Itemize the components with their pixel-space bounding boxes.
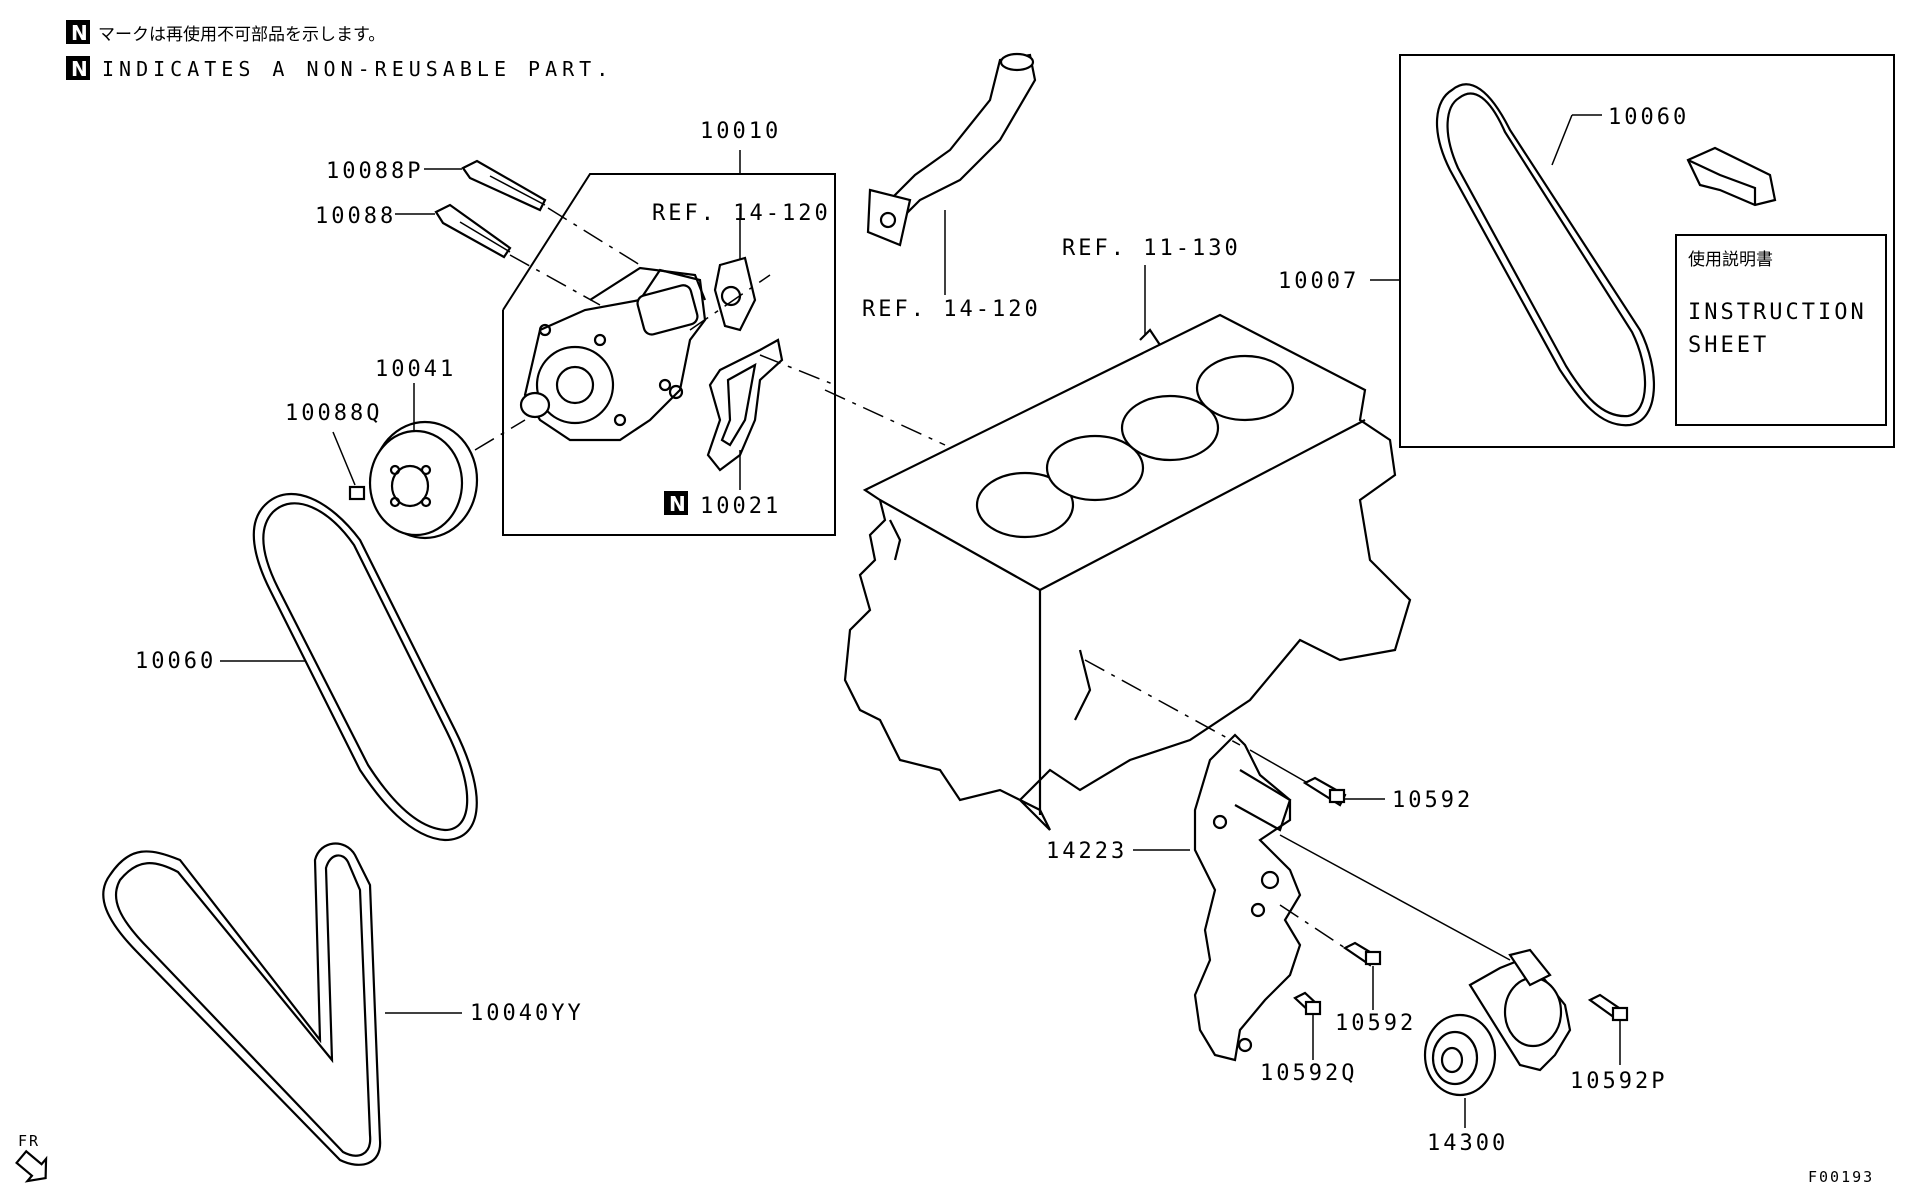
label-10007: 10007	[1278, 269, 1359, 294]
label-ref-11-130: REF. 11-130	[1062, 236, 1241, 261]
group-outline	[502, 173, 836, 536]
belt-clip	[1686, 146, 1777, 207]
note-english: INDICATES A NON-REUSABLE PART.	[102, 57, 613, 81]
n-badge-letter: N	[71, 21, 88, 45]
bolt-10592Q	[1293, 991, 1322, 1016]
belt-10060-kit	[1436, 83, 1655, 427]
label-10088: 10088	[315, 204, 396, 229]
front-indicator: FR	[15, 1132, 48, 1183]
fr-label: FR	[18, 1132, 40, 1150]
instruction-sheet: 使用説明書 INSTRUCTION SHEET	[1675, 234, 1887, 426]
bolt-10592-a	[1302, 776, 1347, 807]
bracket-14223	[1193, 733, 1302, 1062]
label-10060-left: 10060	[135, 649, 216, 674]
n-badge-icon	[66, 56, 90, 80]
label-ref-14-120-b: REF. 14-120	[862, 297, 1041, 322]
figure-code: F00193	[1808, 1168, 1874, 1186]
label-14223: 14223	[1046, 839, 1127, 864]
engine-block	[843, 313, 1412, 831]
label-10592Q: 10592Q	[1260, 1061, 1357, 1086]
label-10088Q: 10088Q	[285, 401, 382, 426]
n-badge-icon	[66, 20, 90, 44]
gasket-ref-14-120	[713, 256, 757, 332]
label-10040YY: 10040YY	[470, 1001, 584, 1026]
n-badge-letter: N	[669, 492, 686, 516]
bolt-10088Q	[348, 485, 366, 501]
bolt-10088P	[461, 159, 547, 212]
water-pump-group: 10010 REF. 14-120 N 10021	[502, 119, 836, 536]
label-10592-a: 10592	[1392, 788, 1473, 813]
instruction-title: 使用説明書	[1688, 249, 1773, 270]
tensioner-14300	[1423, 948, 1572, 1097]
instruction-line1: INSTRUCTION	[1688, 300, 1867, 325]
fr-arrow-icon	[15, 1149, 48, 1183]
kit-outline	[1399, 54, 1895, 448]
bolt-10592-b	[1342, 941, 1382, 967]
label-10060-kit: 10060	[1608, 105, 1689, 130]
belt-kit-group: 10060 使用説明書 INSTRUCTION SHEET	[1399, 54, 1895, 448]
non-reusable-note: N マークは再使用不可部品を示します。 N INDICATES A NON-RE…	[66, 20, 613, 81]
bolt-10592P	[1587, 993, 1629, 1022]
n-badge-letter: N	[71, 57, 88, 81]
label-ref-14-120-a: REF. 14-120	[652, 201, 831, 226]
water-pipe	[866, 52, 1037, 247]
label-10592P: 10592P	[1570, 1069, 1667, 1094]
gasket-10021	[706, 338, 784, 472]
n-badge-icon	[664, 491, 688, 515]
note-japanese: マークは再使用不可部品を示します。	[98, 24, 385, 45]
label-10010: 10010	[700, 119, 781, 144]
pulley-10041	[368, 420, 479, 540]
label-10041: 10041	[375, 357, 456, 382]
belt-10040YY	[102, 842, 382, 1166]
label-10088P: 10088P	[326, 159, 423, 184]
label-14300: 14300	[1427, 1131, 1508, 1156]
water-pump	[519, 266, 707, 442]
instruction-line2: SHEET	[1688, 333, 1769, 358]
label-10021: 10021	[700, 494, 781, 519]
label-10592-b: 10592	[1335, 1011, 1416, 1036]
bolt-10088	[434, 203, 512, 259]
belt-10060-left	[252, 492, 478, 842]
